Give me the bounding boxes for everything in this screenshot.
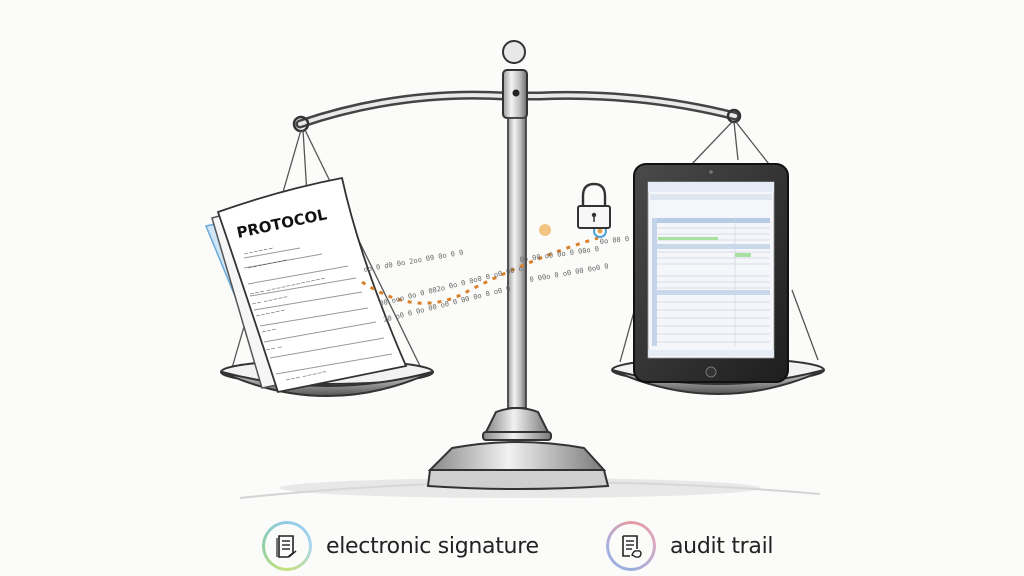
svg-text:~~~: ~~~ xyxy=(261,326,277,336)
tablet-device xyxy=(633,163,789,383)
svg-text:0o 00 o0 0o 0 00o 0: 0o 00 o0 0o 0 00o 0 xyxy=(519,245,599,264)
legend-item-electronic-signature: electronic signature xyxy=(262,520,539,572)
scale-finial xyxy=(502,40,528,119)
legend-label: electronic signature xyxy=(326,533,539,559)
legend-item-audit-trail: audit trail xyxy=(606,520,774,572)
protocol-document: PROTOCOL ~~~~~~ ~~~~~~~~ ~~~ ~~~~~~~~~~~… xyxy=(204,176,408,394)
scale-base xyxy=(426,407,610,490)
audit-document-icon xyxy=(606,521,656,571)
svg-text:~~ ~: ~~ ~ xyxy=(265,344,283,354)
data-stream: oo 0 d0 0o 2oo 09 0o 0 0 00 ooo 0o 0 002… xyxy=(361,224,630,324)
svg-text:oo 0 d0 0o 2oo 09 0o 0 0: oo 0 d0 0o 2oo 09 0o 0 0 xyxy=(363,249,464,274)
legend-label: audit trail xyxy=(670,533,774,559)
signature-document-icon xyxy=(262,521,312,571)
svg-text:0o 00 0: 0o 00 0 xyxy=(599,235,629,246)
tablet-screen xyxy=(647,181,775,359)
padlock-icon xyxy=(577,182,611,229)
svg-text:0 00o 0 o0 00 0o0 0: 0 00o 0 o0 00 0o0 0 xyxy=(529,262,609,284)
legend: electronic signature audit trail xyxy=(0,516,1024,576)
